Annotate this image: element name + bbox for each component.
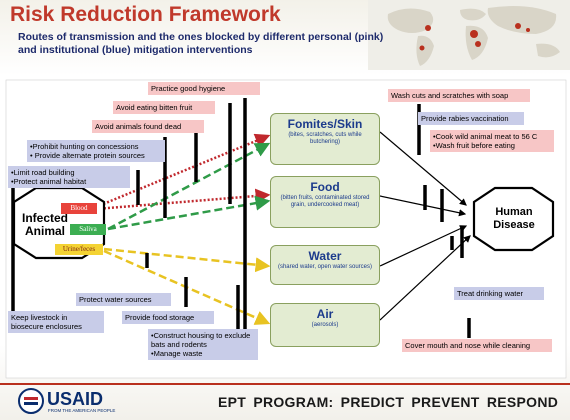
program-footer: EPT PROGRAM: PREDICT PREVENT RESPOND — [218, 394, 559, 410]
intervention-prohibit-hunting: •Prohibit hunting on concessions • Provi… — [27, 140, 165, 162]
intervention-construct-housing-line2: •Manage waste — [151, 349, 203, 358]
footer-divider — [0, 383, 570, 385]
usaid-logo-text: USAID — [47, 389, 104, 409]
intervention-protect-water: Protect water sources — [76, 293, 171, 306]
connector-saliva-fomites — [107, 142, 271, 231]
route-fomites-detail: (bites, scratches, cuts while butchering… — [288, 132, 362, 145]
route-air-title: Air — [316, 307, 334, 321]
route-food-detail: (bitten fruits, contaminated stored grai… — [280, 195, 370, 208]
tag-saliva: Saliva — [70, 224, 106, 235]
intervention-avoid-bitten-fruit: Avoid eating bitten fruit — [113, 101, 215, 114]
intervention-cook-meat-line2: •Wash fruit before eating — [433, 141, 515, 150]
tag-blood: Blood — [61, 203, 97, 214]
human-disease-node — [472, 186, 555, 252]
intervention-food-storage: Provide food storage — [122, 311, 214, 324]
intervention-livestock: Keep livestock in biosecure enclosures — [8, 311, 104, 333]
route-water-title: Water — [308, 249, 342, 263]
route-fomites-skin: Fomites/Skin (bites, scratches, cuts whi… — [270, 113, 380, 165]
route-air-detail: (aerosols) — [311, 322, 339, 328]
intervention-cook-meat-line1: •Cook wild animal meat to 56 C — [433, 132, 538, 141]
intervention-construct-housing: •Construct housing to exclude bats and r… — [148, 329, 258, 360]
world-map-graphic — [368, 0, 570, 70]
intervention-cook-meat: •Cook wild animal meat to 56 C •Wash fru… — [430, 130, 554, 152]
connector-saliva-food — [107, 195, 271, 231]
route-water: Water (shared water, open water sources) — [270, 245, 380, 285]
intervention-limit-roads: •Limit road building •Protect animal hab… — [8, 166, 130, 188]
route-food: Food (bitten fruits, contaminated stored… — [270, 176, 380, 228]
human-disease-label: Human Disease — [493, 206, 535, 231]
tag-urine-feces: Urine/feces — [55, 244, 103, 255]
intervention-limit-roads-line1: •Limit road building — [11, 168, 75, 177]
intervention-avoid-dead-animals: Avoid animals found dead — [92, 120, 204, 133]
intervention-treat-water: Treat drinking water — [454, 287, 544, 300]
intervention-limit-roads-line2: •Protect animal habitat — [11, 177, 87, 186]
route-food-title: Food — [310, 180, 340, 194]
route-water-detail: (shared water, open water sources) — [277, 264, 373, 270]
intervention-practice-hygiene: Practice good hygiene — [148, 82, 260, 95]
intervention-prohibit-hunting-line2: • Provide alternate protein sources — [30, 151, 145, 160]
route-air: Air (aerosols) — [270, 303, 380, 347]
intervention-construct-housing-line1: •Construct housing to exclude bats and r… — [151, 331, 251, 349]
intervention-rabies-vaccination: Provide rabies vaccination — [418, 112, 524, 125]
route-fomites-title: Fomites/Skin — [287, 117, 363, 131]
intervention-wash-cuts: Wash cuts and scratches with soap — [388, 89, 530, 102]
intervention-prohibit-hunting-line1: •Prohibit hunting on concessions — [30, 142, 139, 151]
page-subtitle: Routes of transmission and the ones bloc… — [18, 31, 384, 56]
usaid-tagline: FROM THE AMERICAN PEOPLE — [48, 408, 116, 413]
connector-urine-water — [103, 247, 271, 273]
usaid-seal-icon — [18, 388, 44, 414]
connector-blood-food — [95, 188, 271, 211]
infected-animal-label: Infected Animal — [21, 211, 68, 238]
page-title: Risk Reduction Framework — [10, 3, 281, 26]
connector-blood-fomites — [95, 133, 271, 209]
intervention-cover-mouth: Cover mouth and nose while cleaning — [402, 339, 552, 352]
